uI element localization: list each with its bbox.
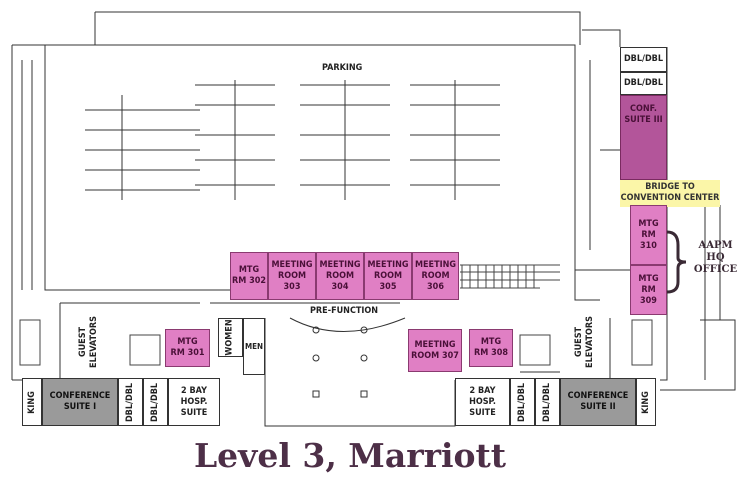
dbl-room-top-2[interactable]: DBL/DBL: [620, 72, 667, 95]
conference-suite-2[interactable]: CONFERENCE SUITE II: [560, 378, 636, 426]
dbl-room-right-2[interactable]: DBL/DBL: [535, 378, 560, 426]
meeting-room-306[interactable]: MEETING ROOM 306: [412, 252, 459, 300]
dbl-room-left-2[interactable]: DBL/DBL: [143, 378, 168, 426]
meeting-room-305[interactable]: MEETING ROOM 305: [364, 252, 412, 300]
parking-label: PARKING: [322, 63, 363, 73]
women-label: WOMEN: [225, 319, 235, 356]
guest-elevators-left: GUEST ELEVATORS: [78, 316, 100, 368]
mtg-rm-309[interactable]: MTG RM 309: [630, 265, 667, 315]
king-room-right[interactable]: KING: [636, 378, 656, 426]
mtg-rm-310[interactable]: MTG RM 310: [630, 205, 667, 265]
bridge-to-convention-center[interactable]: BRIDGE TO CONVENTION CENTER: [620, 180, 720, 207]
dbl-room-left-1[interactable]: DBL/DBL: [118, 378, 143, 426]
womens-restroom: WOMEN: [218, 318, 243, 357]
hosp-suite-right[interactable]: 2 BAY HOSP. SUITE: [455, 378, 510, 426]
aapm-hq-office-label: AAPM HQ OFFICE: [693, 240, 738, 275]
meeting-room-303[interactable]: MEETING ROOM 303: [268, 252, 316, 300]
meeting-room-307[interactable]: MEETING ROOM 307: [408, 329, 462, 372]
meeting-room-304[interactable]: MEETING ROOM 304: [316, 252, 364, 300]
dbl-room-right-1[interactable]: DBL/DBL: [510, 378, 535, 426]
conference-suite-1[interactable]: CONFERENCE SUITE I: [42, 378, 118, 426]
mtg-rm-308[interactable]: MTG RM 308: [469, 329, 513, 367]
conference-suite-3[interactable]: CONF. SUITE III: [620, 95, 667, 180]
prefunction-label: PRE-FUNCTION: [310, 306, 379, 316]
guest-elevators-right: GUEST ELEVATORS: [574, 316, 596, 368]
king-room-left[interactable]: KING: [22, 378, 42, 426]
dbl-room-top-1[interactable]: DBL/DBL: [620, 47, 667, 72]
mtg-rm-302[interactable]: MTG RM 302: [230, 252, 268, 300]
mens-restroom: MEN: [243, 318, 265, 375]
mtg-rm-301[interactable]: MTG RM 301: [165, 329, 210, 367]
hosp-suite-left[interactable]: 2 BAY HOSP. SUITE: [168, 378, 220, 426]
page-title: Level 3, Marriott: [193, 436, 507, 475]
